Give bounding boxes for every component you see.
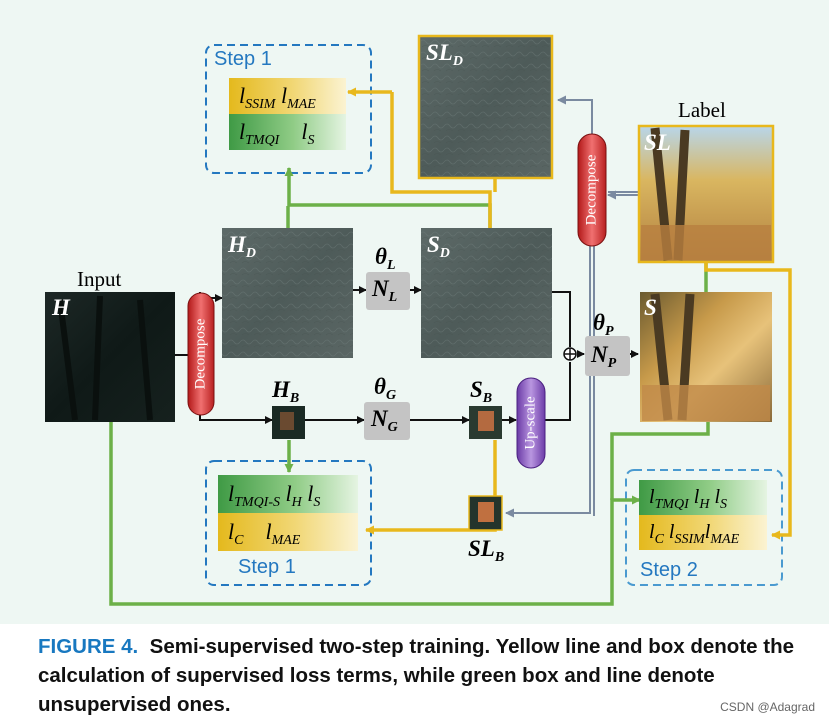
decompose-op-label	[577, 133, 607, 247]
img-HD-label: HD	[228, 232, 257, 261]
img-H-label: H	[52, 295, 70, 320]
flow-lines	[175, 286, 639, 424]
loss-row-unsupervised: lTMQI-S lH lS	[218, 475, 358, 513]
loss-box-bottom: lTMQI-S lH lS lC lMAE	[218, 475, 358, 551]
caption-text: Semi-supervised two-step training. Yello…	[38, 635, 795, 716]
training-diagram: Input Label H HD SD SLD SL S HB SB SLB θ…	[0, 0, 829, 624]
decompose-label-label: Decompose	[583, 154, 600, 226]
network-G-box	[364, 402, 410, 440]
label-lines	[505, 95, 640, 518]
decompose-op-input	[187, 292, 215, 416]
step2-box	[625, 469, 783, 586]
image-SD	[421, 228, 552, 358]
upscale-op	[516, 377, 546, 469]
loss-row-supervised: lC lSSIMlMAE	[639, 515, 767, 550]
theta-L: θL	[375, 244, 396, 273]
image-SLB	[468, 495, 503, 531]
loss-row-unsupervised: lTMQI lS	[229, 114, 346, 150]
loss-row-supervised: lSSIM lMAE	[229, 78, 346, 114]
decompose-label-input: Decompose	[192, 318, 209, 390]
upscale-label: Up-scale	[522, 396, 539, 450]
img-S-label: S	[644, 295, 657, 320]
theta-G: θG	[374, 374, 397, 403]
step2-label: Step 2	[640, 559, 698, 581]
loss-row-unsupervised: lTMQI lH lS	[639, 480, 767, 515]
img-SLD-label: SLD	[426, 40, 463, 69]
image-output-S	[640, 292, 772, 422]
net-P: NP	[591, 342, 617, 371]
step1-bottom-box	[205, 460, 372, 586]
img-SB-label: SB	[470, 377, 493, 406]
img-HB-label: HB	[272, 377, 300, 406]
figure-caption: FIGURE 4. Semi-supervised two-step train…	[38, 632, 818, 719]
img-SLB-label: SLB	[468, 536, 505, 565]
image-label-SL	[637, 124, 775, 264]
loss-row-supervised: lC lMAE	[218, 513, 358, 551]
loss-box-right: lTMQI lH lS lC lSSIMlMAE	[639, 480, 767, 550]
theta-P: θP	[593, 310, 614, 339]
img-SL-label: SL	[644, 130, 671, 155]
image-H	[45, 292, 175, 422]
network-L-box	[366, 272, 410, 310]
image-SLD	[417, 34, 554, 180]
watermark: CSDN @Adagrad	[720, 700, 815, 714]
input-label: Input	[77, 267, 122, 291]
net-G: NG	[371, 406, 398, 435]
image-HD	[222, 228, 353, 358]
img-SD-label: SD	[427, 232, 450, 261]
image-HB	[272, 406, 305, 439]
net-L: NL	[372, 276, 398, 305]
step1-top-label: Step 1	[214, 48, 272, 70]
diagram-canvas	[45, 34, 792, 606]
step1-bottom-label: Step 1	[238, 556, 296, 578]
sum-icon	[564, 348, 576, 360]
label-label: Label	[678, 98, 726, 122]
image-SB	[469, 406, 502, 439]
network-P-box	[585, 336, 630, 376]
loss-box-top: lSSIM lMAE lTMQI lS	[229, 78, 346, 150]
figure-number: FIGURE 4.	[38, 635, 139, 658]
